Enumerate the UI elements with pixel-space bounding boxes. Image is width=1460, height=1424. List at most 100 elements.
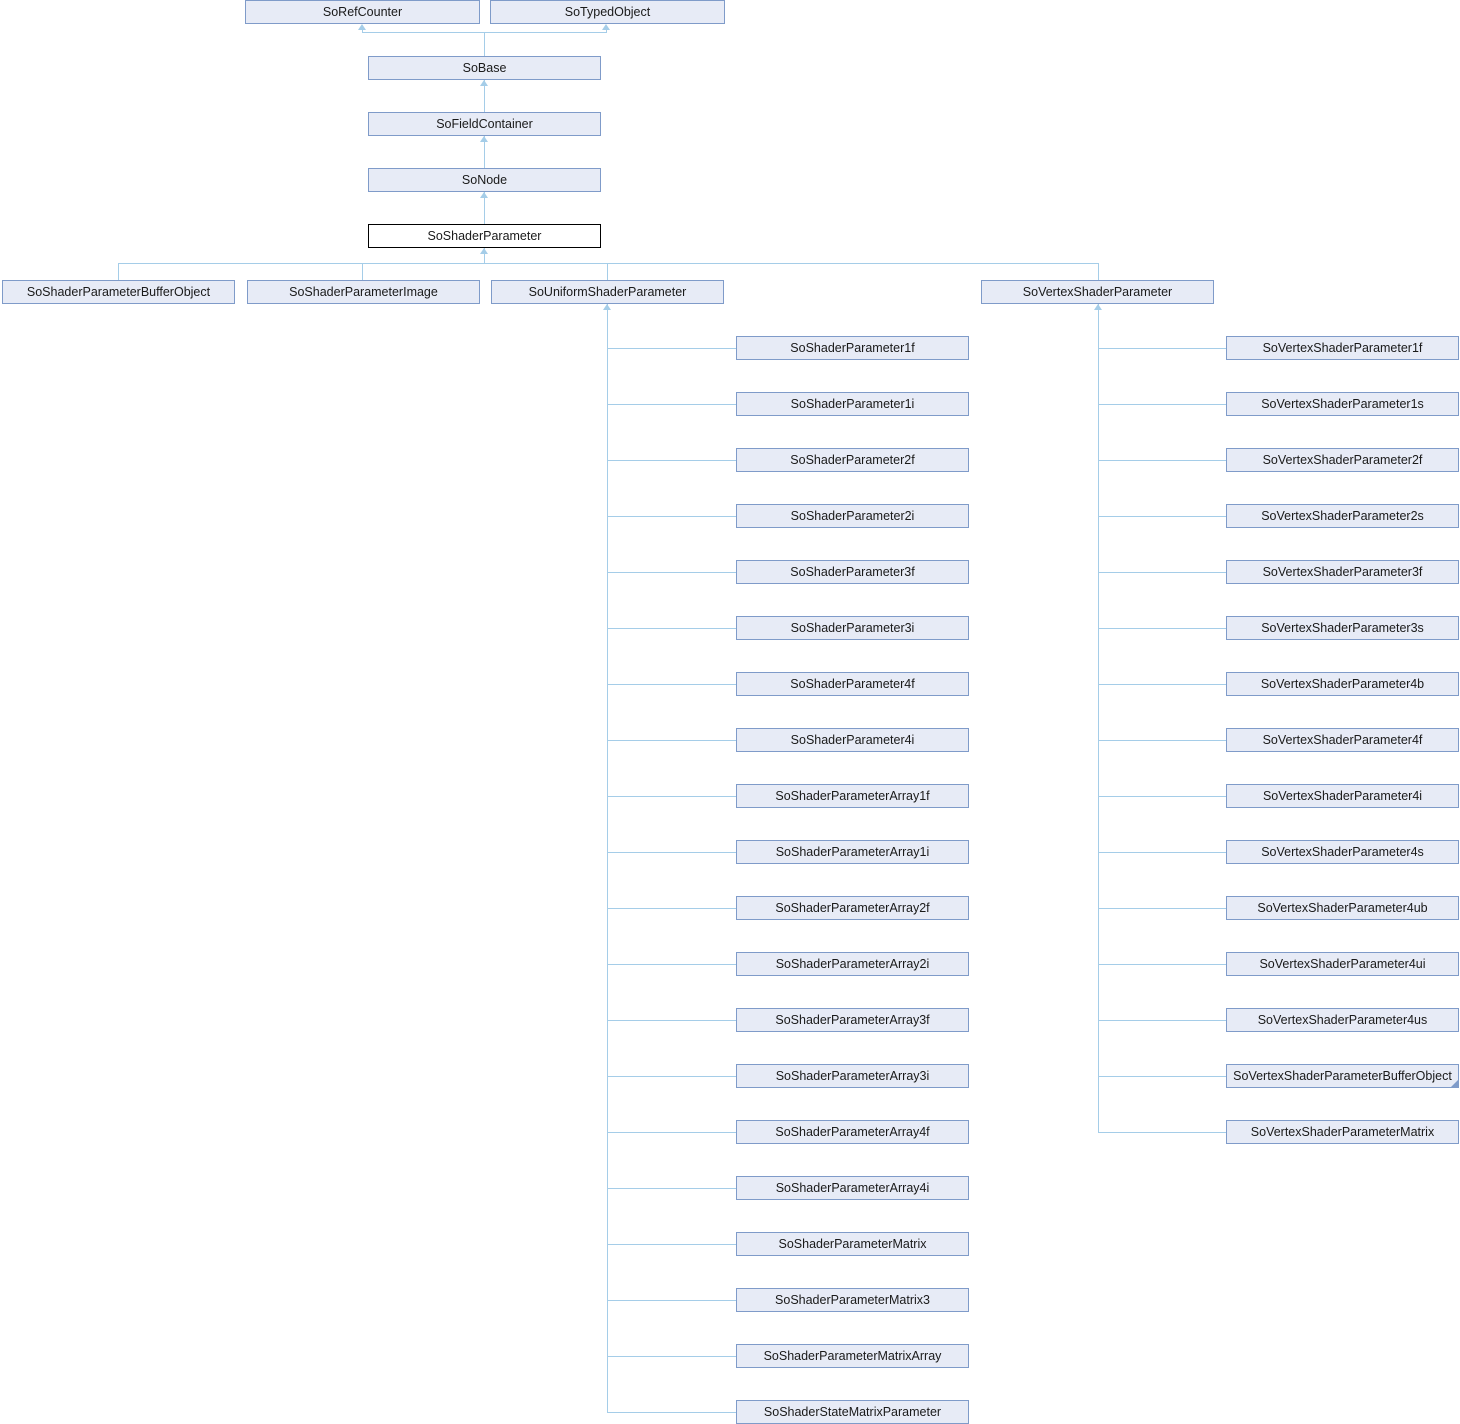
edge-branch-uniform-13	[607, 1076, 736, 1077]
class-node-SoVertexShaderParameter4f[interactable]: SoVertexShaderParameter4f	[1226, 728, 1459, 752]
edge-branch-uniform-7	[607, 740, 736, 741]
class-node-SoNode[interactable]: SoNode	[368, 168, 601, 192]
class-node-SoFieldContainer[interactable]: SoFieldContainer	[368, 112, 601, 136]
edge-branch-uniform-2	[607, 460, 736, 461]
class-node-SoRefCounter[interactable]: SoRefCounter	[245, 0, 480, 24]
class-node-SoShaderParameterArray3i[interactable]: SoShaderParameterArray3i	[736, 1064, 969, 1088]
class-node-SoShaderParameterMatrix[interactable]: SoShaderParameterMatrix	[736, 1232, 969, 1256]
edge-branch-uniform-5	[607, 628, 736, 629]
edge-branch-uniform-11	[607, 964, 736, 965]
edge-branch-vertex-0	[1098, 348, 1226, 349]
class-node-SoShaderParameterImage[interactable]: SoShaderParameterImage	[247, 280, 480, 304]
edge-bar-shaderparam	[118, 263, 1099, 264]
edge-branch-uniform-18	[607, 1356, 736, 1357]
edge-branch-uniform-10	[607, 908, 736, 909]
class-node-SoShaderParameterArray2i[interactable]: SoShaderParameterArray2i	[736, 952, 969, 976]
class-node-SoShaderParameterArray1i[interactable]: SoShaderParameterArray1i	[736, 840, 969, 864]
class-node-SoShaderParameter2f[interactable]: SoShaderParameter2f	[736, 448, 969, 472]
class-node-SoVertexShaderParameterMatrix[interactable]: SoVertexShaderParameterMatrix	[1226, 1120, 1459, 1144]
class-node-SoShaderParameterMatrixArray[interactable]: SoShaderParameterMatrixArray	[736, 1344, 969, 1368]
edge-drop-vertex	[1098, 263, 1099, 280]
edge-branch-uniform-17	[607, 1300, 736, 1301]
class-node-SoShaderParameterArray1f[interactable]: SoShaderParameterArray1f	[736, 784, 969, 808]
edge-branch-uniform-14	[607, 1132, 736, 1133]
edge-branch-uniform-3	[607, 516, 736, 517]
class-node-SoShaderStateMatrixParameter[interactable]: SoShaderStateMatrixParameter	[736, 1400, 969, 1424]
edge-drop-bufferobject	[118, 263, 119, 280]
class-node-SoVertexShaderParameter[interactable]: SoVertexShaderParameter	[981, 280, 1214, 304]
class-node-SoShaderParameter4i[interactable]: SoShaderParameter4i	[736, 728, 969, 752]
edge-branch-vertex-12	[1098, 1020, 1226, 1021]
class-node-SoVertexShaderParameter4ub[interactable]: SoVertexShaderParameter4ub	[1226, 896, 1459, 920]
edge-branch-uniform-1	[607, 404, 736, 405]
edge-branch-vertex-11	[1098, 964, 1226, 965]
class-node-SoShaderParameter1f[interactable]: SoShaderParameter1f	[736, 336, 969, 360]
arrow-to-uniform-icon	[603, 304, 611, 310]
edge-branch-vertex-10	[1098, 908, 1226, 909]
class-node-SoShaderParameterArray4i[interactable]: SoShaderParameterArray4i	[736, 1176, 969, 1200]
edge-sobase-to-bar	[484, 32, 485, 56]
class-node-SoUniformShaderParameter[interactable]: SoUniformShaderParameter	[491, 280, 724, 304]
arrow-to-shaderparam-icon	[480, 248, 488, 254]
class-node-SoShaderParameter4f[interactable]: SoShaderParameter4f	[736, 672, 969, 696]
edge-branch-vertex-9	[1098, 852, 1226, 853]
arrow-to-sofield-icon	[480, 136, 488, 142]
edge-branch-vertex-4	[1098, 572, 1226, 573]
class-node-SoShaderParameter1i[interactable]: SoShaderParameter1i	[736, 392, 969, 416]
edge-branch-vertex-7	[1098, 740, 1226, 741]
class-node-SoVertexShaderParameter1s[interactable]: SoVertexShaderParameter1s	[1226, 392, 1459, 416]
class-node-SoVertexShaderParameter3f[interactable]: SoVertexShaderParameter3f	[1226, 560, 1459, 584]
class-node-SoShaderParameterMatrix3[interactable]: SoShaderParameterMatrix3	[736, 1288, 969, 1312]
edge-branch-uniform-15	[607, 1188, 736, 1189]
class-node-SoShaderParameterArray4f[interactable]: SoShaderParameterArray4f	[736, 1120, 969, 1144]
edge-drop-uniform	[607, 263, 608, 280]
arrow-to-refcounter-icon	[358, 24, 366, 30]
class-node-SoShaderParameter3f[interactable]: SoShaderParameter3f	[736, 560, 969, 584]
class-node-SoVertexShaderParameter3s[interactable]: SoVertexShaderParameter3s	[1226, 616, 1459, 640]
class-node-SoShaderParameter2i[interactable]: SoShaderParameter2i	[736, 504, 969, 528]
class-node-SoShaderParameter3i[interactable]: SoShaderParameter3i	[736, 616, 969, 640]
edge-branch-uniform-16	[607, 1244, 736, 1245]
edge-branch-uniform-4	[607, 572, 736, 573]
class-node-SoVertexShaderParameter2f[interactable]: SoVertexShaderParameter2f	[1226, 448, 1459, 472]
edge-sofield-sonode	[484, 136, 485, 168]
edge-uniform-spine	[607, 304, 608, 1412]
class-node-SoShaderParameterArray3f[interactable]: SoShaderParameterArray3f	[736, 1008, 969, 1032]
edge-branch-vertex-3	[1098, 516, 1226, 517]
class-node-SoShaderParameterBufferObject[interactable]: SoShaderParameterBufferObject	[2, 280, 235, 304]
edge-sobase-sofield	[484, 80, 485, 112]
edge-branch-vertex-8	[1098, 796, 1226, 797]
class-node-SoVertexShaderParameter4b[interactable]: SoVertexShaderParameter4b	[1226, 672, 1459, 696]
edge-branch-vertex-13	[1098, 1076, 1226, 1077]
edge-branch-vertex-6	[1098, 684, 1226, 685]
class-node-SoVertexShaderParameter4s[interactable]: SoVertexShaderParameter4s	[1226, 840, 1459, 864]
arrow-to-sobase-icon	[480, 80, 488, 86]
class-node-SoVertexShaderParameter4us[interactable]: SoVertexShaderParameter4us	[1226, 1008, 1459, 1032]
edge-branch-uniform-0	[607, 348, 736, 349]
class-node-SoVertexShaderParameter4i[interactable]: SoVertexShaderParameter4i	[1226, 784, 1459, 808]
edge-branch-uniform-9	[607, 852, 736, 853]
edge-branch-uniform-6	[607, 684, 736, 685]
arrow-to-sonode-icon	[480, 192, 488, 198]
edge-branch-vertex-2	[1098, 460, 1226, 461]
class-node-SoVertexShaderParameter4ui[interactable]: SoVertexShaderParameter4ui	[1226, 952, 1459, 976]
edge-branch-vertex-1	[1098, 404, 1226, 405]
class-node-SoVertexShaderParameter1f[interactable]: SoVertexShaderParameter1f	[1226, 336, 1459, 360]
edge-vertex-spine	[1098, 304, 1099, 1132]
edge-branch-uniform-12	[607, 1020, 736, 1021]
edge-branch-vertex-14	[1098, 1132, 1226, 1133]
class-node-SoTypedObject[interactable]: SoTypedObject	[490, 0, 725, 24]
class-node-SoShaderParameter[interactable]: SoShaderParameter	[368, 224, 601, 248]
class-node-SoBase[interactable]: SoBase	[368, 56, 601, 80]
arrow-to-vertex-icon	[1094, 304, 1102, 310]
class-node-SoVertexShaderParameter2s[interactable]: SoVertexShaderParameter2s	[1226, 504, 1459, 528]
edge-branch-uniform-19	[607, 1412, 736, 1413]
class-node-SoShaderParameterArray2f[interactable]: SoShaderParameterArray2f	[736, 896, 969, 920]
edge-drop-image	[362, 263, 363, 280]
edge-branch-uniform-8	[607, 796, 736, 797]
edge-sonode-soshaderparam	[484, 192, 485, 224]
edge-shaderparam-to-bar	[484, 248, 485, 264]
class-node-SoVertexShaderParameterBufferObject[interactable]: SoVertexShaderParameterBufferObject	[1226, 1064, 1459, 1088]
arrow-to-typedobject-icon	[602, 24, 610, 30]
